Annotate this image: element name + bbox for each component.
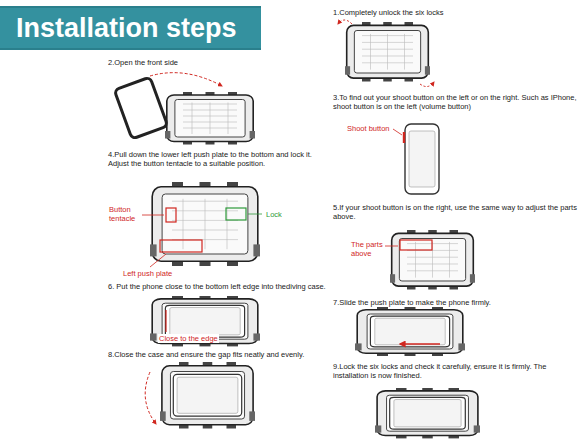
close-arrow (145, 372, 156, 424)
case-step8 (160, 362, 255, 429)
leader-line (248, 214, 262, 215)
case-step2 (165, 92, 255, 145)
phone (405, 124, 439, 194)
step-text: 3.To find out your shoot button on the l… (333, 93, 578, 112)
callout-label: Shoot button (346, 124, 391, 133)
callout-label: The parts above (350, 240, 385, 259)
step-text: 7.Slide the push plate to make the phone… (333, 298, 491, 307)
front-frame (114, 77, 167, 139)
phone-step8 (173, 374, 241, 416)
case-step7 (355, 307, 465, 356)
title-text: Installation steps (0, 8, 261, 48)
button-tentacle (166, 208, 176, 222)
unlock-arrow (338, 20, 352, 24)
phone-screen (409, 131, 435, 187)
callout-label: Button tentacle (108, 205, 142, 224)
case-step4 (150, 182, 260, 266)
phone-step9 (390, 397, 466, 429)
case-step9 (375, 388, 480, 438)
slide-arrow (400, 343, 440, 344)
step-text: 9.Lock the six locks and check it carefu… (333, 362, 565, 381)
step-text: 5.If your shoot button is on the right, … (333, 203, 578, 222)
leader-line (393, 129, 402, 135)
shoot-button (403, 132, 405, 143)
case-step6 (150, 296, 260, 346)
lock-highlight (226, 208, 246, 220)
case-step1 (345, 22, 430, 82)
unlock-arrow (420, 82, 434, 87)
leader-line (141, 215, 164, 216)
callout-label: Left push plate (122, 269, 173, 278)
phone-step6 (165, 305, 244, 337)
case-step5 (390, 230, 475, 290)
parts-above (400, 240, 432, 250)
step-text: 1.Completely unlock the six locks (333, 8, 443, 17)
edge-mark (165, 310, 166, 332)
open-arrow (150, 73, 222, 86)
leader-line (384, 246, 398, 247)
phone-step7 (370, 316, 449, 347)
step-text: 2.Open the front side (108, 58, 178, 67)
title-banner: Installation steps (0, 6, 261, 50)
leader-line (150, 254, 166, 267)
callout-label: Close to the edge (158, 334, 219, 343)
push-plate (160, 240, 202, 252)
callout-label: Lock (265, 210, 283, 219)
step-text: 6. Put the phone close to the bottom lef… (108, 282, 326, 291)
step-text: 4.Pull down the lower left push plate to… (108, 150, 330, 169)
step-text: 8.Close the case and ensure the gap fits… (108, 350, 304, 359)
